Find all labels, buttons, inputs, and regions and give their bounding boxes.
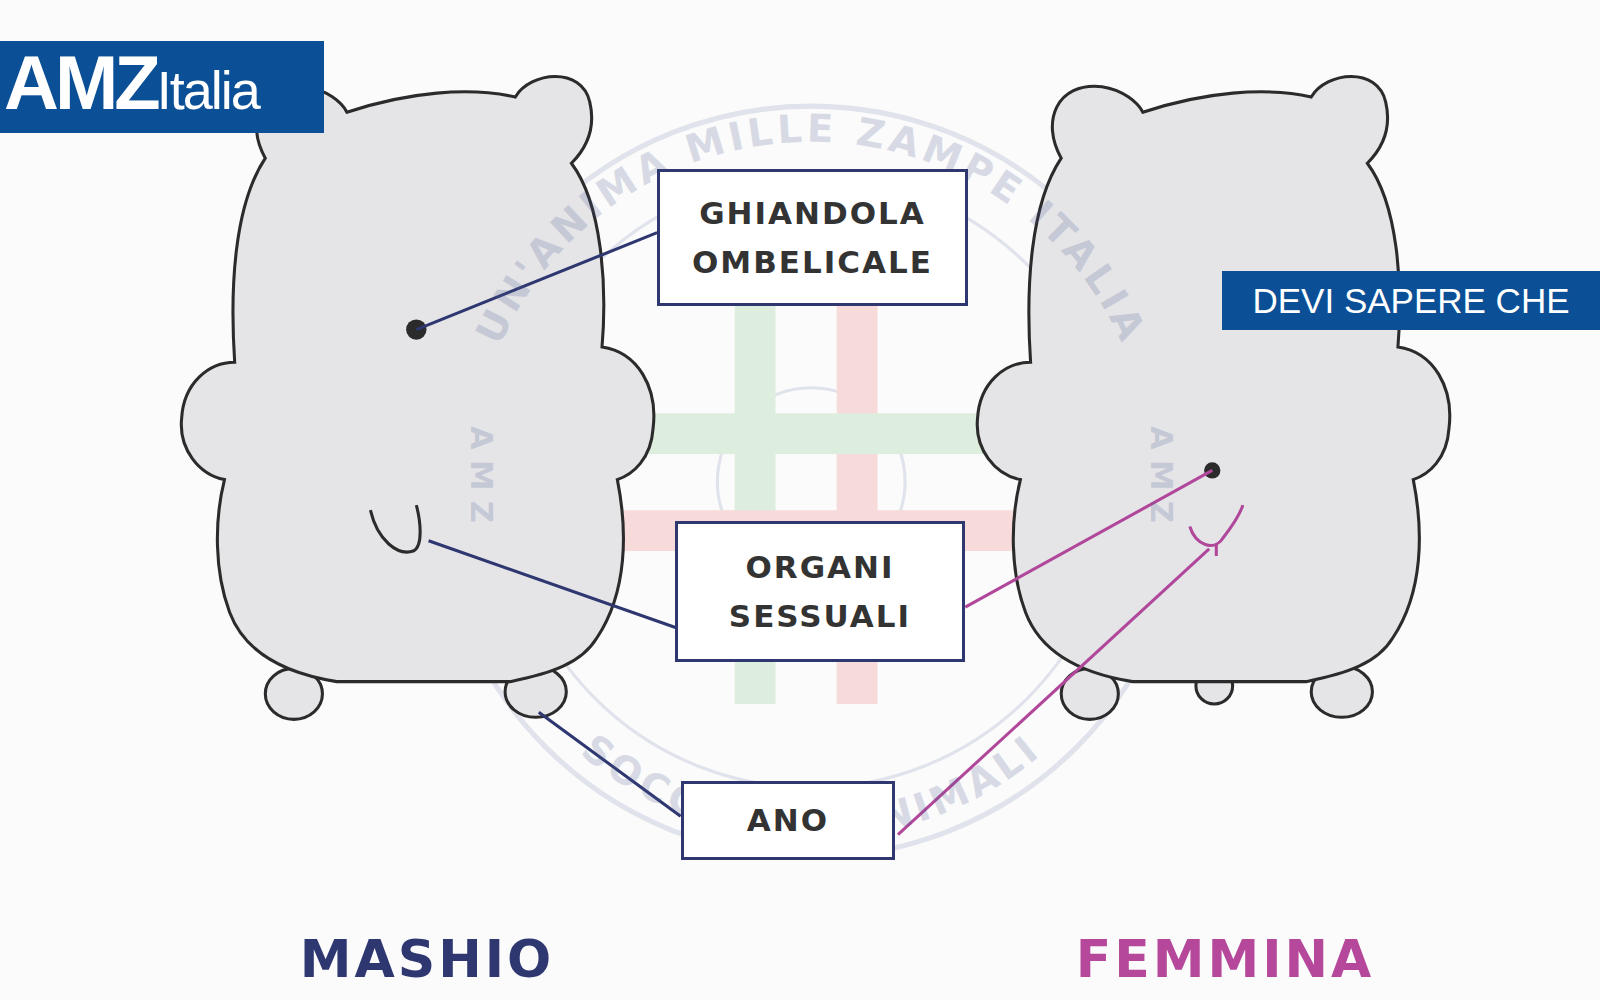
label-box: GHIANDOLA OMBELICALE — [657, 169, 968, 306]
watermark-text: AMZ — [1144, 426, 1179, 533]
logo-text: AMZ — [4, 45, 157, 121]
logo-text: Italia — [157, 63, 259, 117]
label-box: ORGANI SESSUALI — [675, 521, 965, 662]
genital-mark — [370, 505, 420, 552]
label-text: GHIANDOLA OMBELICALE — [670, 189, 955, 285]
leader-line — [429, 541, 676, 628]
label-text: ANO — [747, 796, 829, 844]
banner-box: DEVI SAPERE CHE — [1222, 271, 1600, 330]
illustration-group: UN'ANIMA MILLE ZAMPE ITALIASOCCORSO ANIM… — [181, 77, 1449, 858]
sex-label: MASHIO — [300, 929, 555, 989]
logo-badge: AMZItalia — [0, 41, 324, 133]
watermark-text: UN'ANIMA MILLE ZAMPE ITALIA — [467, 106, 1156, 351]
watermark-text-group: UN'ANIMA MILLE ZAMPE ITALIASOCCORSO ANIM… — [464, 106, 1179, 848]
hamster-body — [181, 77, 654, 682]
label-box: ANO — [681, 781, 895, 860]
watermark-text: UN'ANIMA MILLE ZAMPE ITALIA — [467, 106, 1156, 351]
watermark-text: AMZ — [464, 426, 499, 533]
label-text: ORGANI SESSUALI — [688, 543, 952, 639]
anus-mark — [1190, 505, 1243, 556]
sex-label: FEMMINA — [1076, 929, 1375, 989]
hamster-body — [977, 77, 1450, 682]
banner-text: DEVI SAPERE CHE — [1252, 281, 1569, 321]
